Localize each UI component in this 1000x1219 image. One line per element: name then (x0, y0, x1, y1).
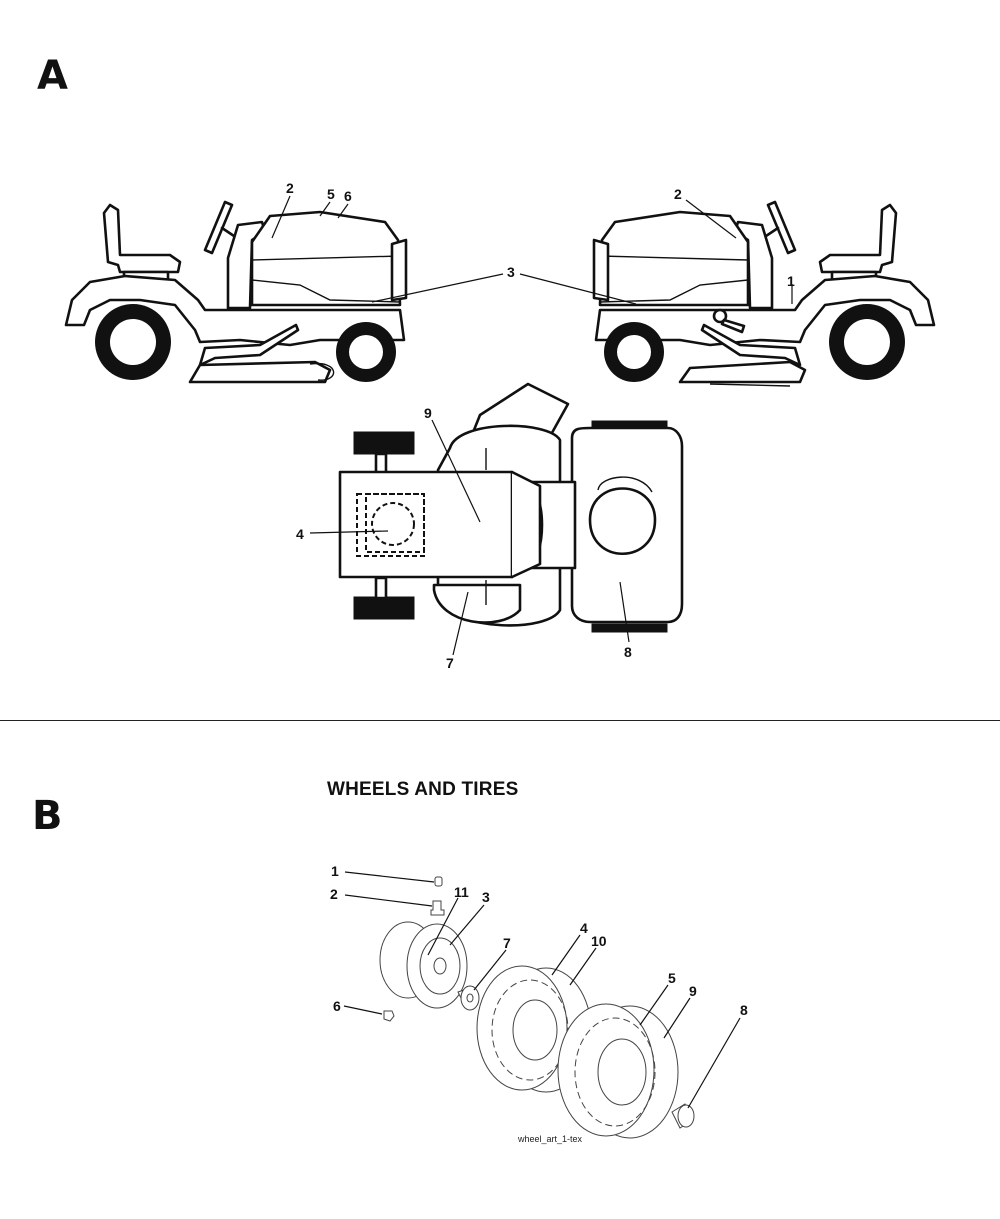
callout-a-top-4: 4 (296, 526, 304, 542)
callout-a-left-2: 2 (286, 180, 294, 196)
callout-a-top-9: 9 (424, 405, 432, 421)
section-b-letter: B (32, 793, 63, 839)
section-b-callouts: 1 2 11 3 7 4 10 6 5 9 8 wheel_art_1-tex (330, 863, 748, 1144)
callout-a-right-2: 2 (674, 186, 682, 202)
callout-b-4: 4 (580, 920, 588, 936)
wheels-and-tires-title: WHEELS AND TIRES (327, 779, 519, 800)
callout-b-8: 8 (740, 1002, 748, 1018)
callout-b-6: 6 (333, 998, 341, 1014)
callout-b-9: 9 (689, 983, 697, 999)
section-a-leaders (271, 195, 793, 656)
callout-a-left-6: 6 (344, 188, 352, 204)
tractor-right-view (592, 200, 936, 387)
callout-a-top-7: 7 (446, 655, 454, 671)
tractor-left-view (64, 200, 408, 384)
callout-b-1: 1 (331, 863, 339, 879)
callout-b-11: 11 (454, 884, 469, 900)
callout-a-top-8: 8 (624, 644, 632, 660)
figure-caption: wheel_art_1-tex (517, 1134, 583, 1144)
callout-a-left-5: 5 (327, 186, 335, 202)
callout-b-2: 2 (330, 886, 338, 902)
wheel-exploded-view (379, 876, 695, 1139)
callout-a-3: 3 (507, 264, 515, 280)
tractor-top-view (338, 382, 684, 633)
callout-b-5: 5 (668, 970, 676, 986)
section-a-callouts: 2 5 6 3 2 1 9 4 7 8 (286, 180, 795, 671)
callout-b-10: 10 (591, 933, 607, 949)
section-a-letter: A (37, 53, 68, 99)
callout-b-7: 7 (503, 935, 511, 951)
section-divider (0, 720, 1000, 721)
callout-b-3: 3 (482, 889, 490, 905)
section-b-leaders (343, 871, 741, 1109)
callout-a-right-1: 1 (787, 273, 795, 289)
